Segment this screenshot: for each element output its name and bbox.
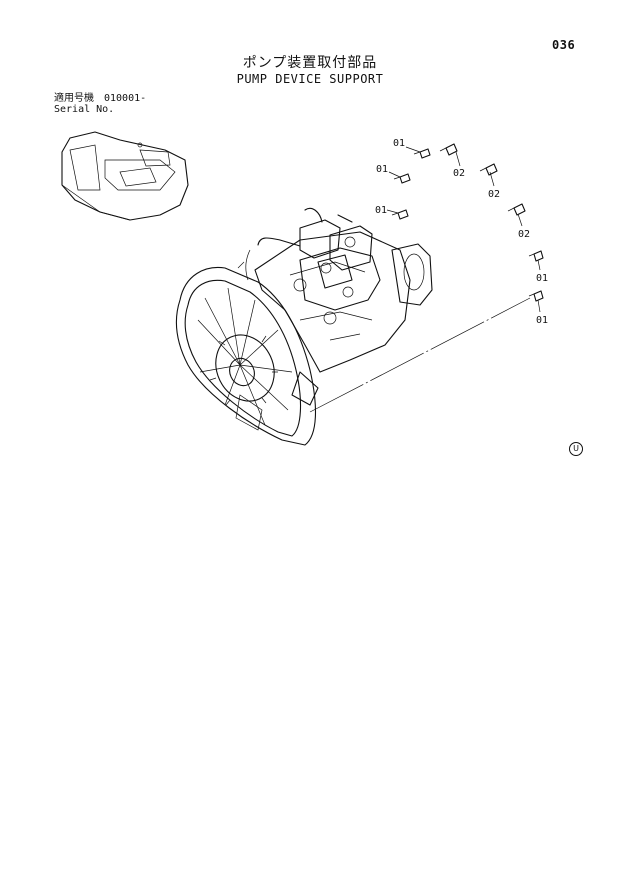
callout-label: 02	[488, 189, 500, 200]
serial-value: 010001-	[104, 93, 147, 104]
callout-label: 01	[393, 138, 405, 149]
page-number: 036	[552, 38, 576, 52]
callout-label: 02	[518, 229, 530, 240]
callout-label: 01	[536, 315, 548, 326]
title-japanese: ポンプ装置取付部品	[242, 55, 378, 71]
excavator-thumbnail	[61, 131, 189, 221]
pump-assembly	[175, 207, 433, 446]
callout-label: 02	[453, 168, 465, 179]
title-english: PUMP DEVICE SUPPORT	[236, 72, 384, 86]
bolts	[391, 143, 544, 302]
callout-label: 01	[376, 164, 388, 175]
serial-label-en: Serial No.	[54, 104, 115, 115]
leader-lines	[309, 146, 541, 413]
callout-label: 01	[536, 273, 548, 284]
serial-info: 適用号機 010001- Serial No.	[54, 93, 146, 115]
callout-label: 01	[375, 205, 387, 216]
circled-u-mark: U	[569, 442, 583, 456]
serial-label-jp: 適用号機	[54, 93, 94, 104]
